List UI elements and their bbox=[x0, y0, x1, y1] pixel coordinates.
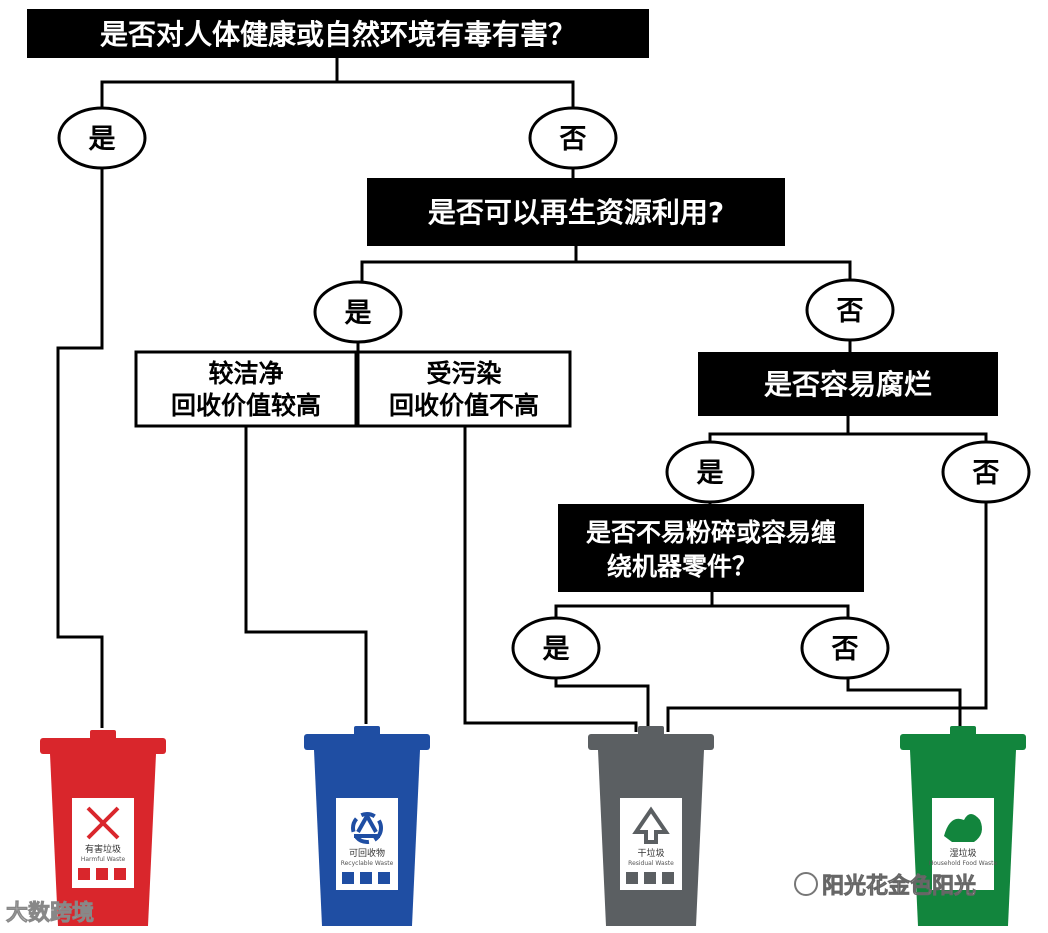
answer-no-4-text: 否 bbox=[832, 634, 859, 665]
question-3: 是否容易腐烂 bbox=[698, 352, 998, 416]
bin-harmful-lid bbox=[40, 738, 166, 754]
question-4: 是否不易粉碎或容易缠 绕机器零件？ bbox=[558, 504, 864, 592]
question-1: 是否对人体健康或自然环境有毒有害？ bbox=[27, 9, 649, 58]
line-q3-yes bbox=[708, 416, 850, 442]
bin-recyclable-lid bbox=[304, 734, 430, 750]
category-clean-line1: 较洁净 bbox=[208, 359, 283, 388]
bin-food-waste-lid bbox=[900, 734, 1026, 750]
wechat-icon bbox=[794, 872, 818, 896]
recycle-icon bbox=[351, 811, 383, 844]
bin-recyclable-handle bbox=[354, 726, 380, 736]
answer-no-2: 否 bbox=[805, 278, 895, 342]
watermark-left: 大数跨境 bbox=[6, 900, 95, 927]
answer-no-1-text: 否 bbox=[560, 124, 587, 155]
question-3-text: 是否容易腐烂 bbox=[764, 368, 932, 401]
question-4-text-line2: 绕机器零件？ bbox=[607, 552, 757, 581]
category-clean: 较洁净 回收价值较高 bbox=[134, 350, 358, 428]
connector-lines bbox=[56, 58, 988, 732]
line-q4-yes bbox=[554, 592, 714, 618]
x-cross-icon bbox=[86, 806, 120, 840]
answer-yes-1-text: 是 bbox=[89, 124, 116, 155]
line-q3-no bbox=[848, 432, 988, 442]
line-dirty-to-residual bbox=[463, 426, 638, 732]
bin-food-waste: 湿垃圾 Household Food Waste bbox=[900, 726, 1026, 926]
line-q2-no bbox=[576, 260, 852, 280]
answer-no-2-text: 否 bbox=[837, 296, 864, 327]
bin-food-waste-en: Household Food Waste bbox=[929, 860, 998, 867]
answer-yes-4: 是 bbox=[511, 616, 601, 680]
line-q1-no bbox=[337, 80, 575, 108]
bin-residual-lid bbox=[588, 734, 714, 750]
food-waste-icon bbox=[944, 814, 982, 842]
answer-no-4: 否 bbox=[800, 616, 890, 680]
line-q1-yes bbox=[100, 58, 339, 108]
line-q4-yes-to-residual bbox=[554, 678, 650, 732]
line-q4-no bbox=[712, 604, 850, 618]
bin-recyclable-cn: 可回收物 bbox=[349, 847, 385, 859]
line-to-food-waste-top bbox=[666, 502, 988, 732]
bin-harmful: 有害垃圾 Harmful Waste bbox=[40, 730, 166, 926]
question-2: 是否可以再生资源利用? bbox=[367, 178, 785, 246]
bin-food-waste-handle bbox=[950, 726, 976, 736]
category-dirty: 受污染 回收价值不高 bbox=[356, 350, 572, 428]
question-4-text-line1: 是否不易粉碎或容易缠 bbox=[586, 518, 836, 547]
bin-residual-handle bbox=[638, 726, 664, 736]
answer-yes-3: 是 bbox=[665, 440, 755, 504]
category-dirty-line2: 回收价值不高 bbox=[389, 391, 539, 420]
answer-no-1: 否 bbox=[528, 106, 618, 170]
category-clean-line2: 回收价值较高 bbox=[171, 391, 321, 420]
answer-yes-2: 是 bbox=[313, 280, 403, 344]
watermark-right: 阳光花金色阳光 bbox=[794, 872, 976, 899]
question-1-text: 是否对人体健康或自然环境有毒有害？ bbox=[100, 18, 576, 51]
bin-harmful-handle bbox=[90, 730, 116, 740]
line-q2-yes bbox=[360, 246, 578, 282]
answer-no-3: 否 bbox=[941, 440, 1031, 504]
bin-residual-en: Residual Waste bbox=[628, 860, 674, 867]
answer-yes-1: 是 bbox=[57, 106, 147, 170]
answer-yes-2-text: 是 bbox=[345, 298, 372, 329]
residual-arrow-icon bbox=[632, 806, 670, 844]
answer-yes-4-text: 是 bbox=[543, 634, 570, 665]
watermark-left-text: 大数跨境 bbox=[6, 900, 94, 926]
bin-harmful-cn: 有害垃圾 bbox=[85, 843, 121, 855]
bin-residual-cn: 干垃圾 bbox=[637, 847, 664, 859]
line-to-harmful-bin bbox=[56, 168, 104, 728]
bin-food-waste-cn: 湿垃圾 bbox=[949, 847, 976, 859]
line-q4-no-to-food bbox=[846, 678, 962, 732]
answer-yes-3-text: 是 bbox=[697, 458, 724, 489]
category-dirty-line1: 受污染 bbox=[426, 359, 501, 388]
bin-recyclable: 可回收物 Recyclable Waste bbox=[304, 726, 430, 926]
watermark-right-text: 阳光花金色阳光 bbox=[822, 873, 976, 899]
answer-no-3-text: 否 bbox=[973, 458, 1000, 489]
bin-residual: 干垃圾 Residual Waste bbox=[588, 726, 714, 926]
line-to-recyclable-bin bbox=[244, 426, 368, 724]
question-2-text: 是否可以再生资源利用? bbox=[428, 196, 724, 229]
bin-recyclable-en: Recyclable Waste bbox=[341, 860, 394, 867]
bin-harmful-en: Harmful Waste bbox=[81, 856, 126, 863]
